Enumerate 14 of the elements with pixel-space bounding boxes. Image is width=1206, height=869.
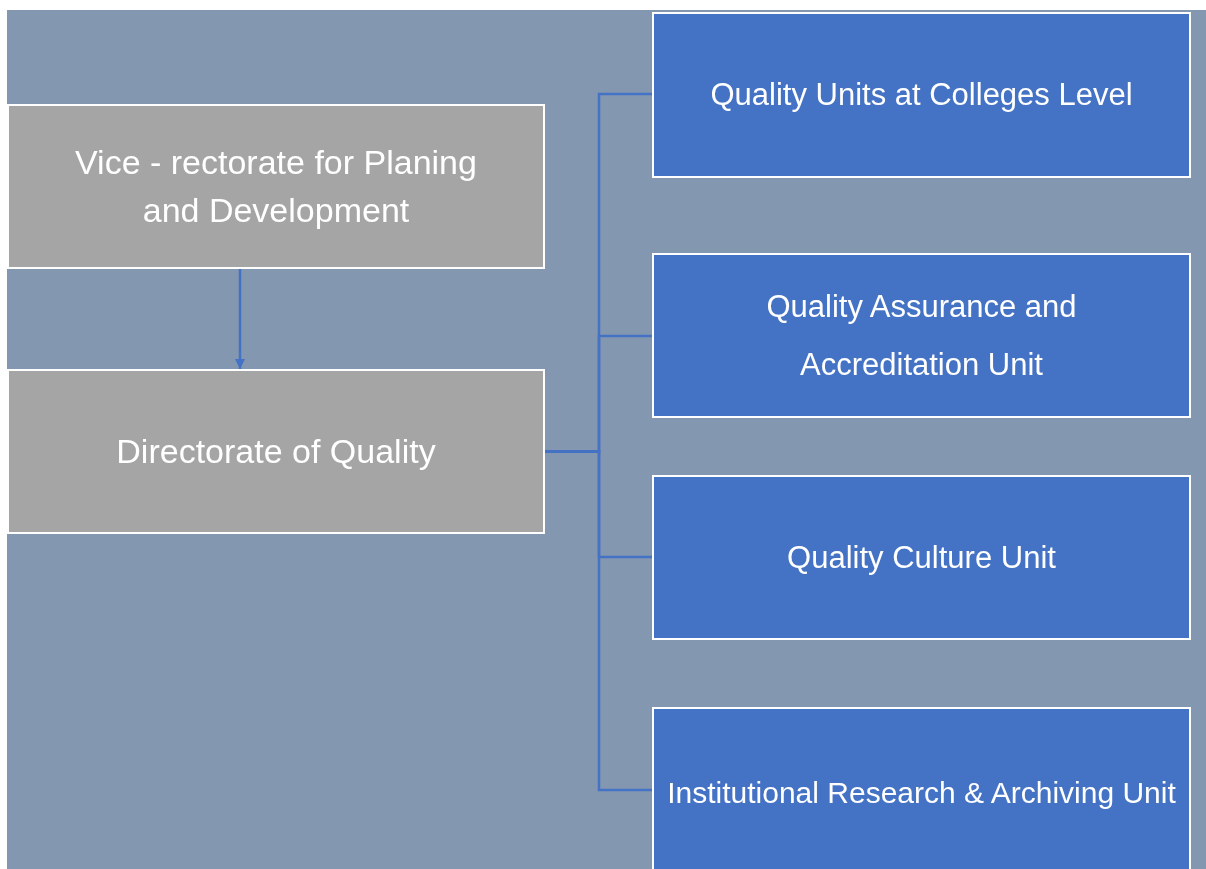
org-box xyxy=(652,253,1191,418)
box-label: Directorate of Quality xyxy=(116,430,436,472)
box-label: Quality Assurance and Accreditation Unit xyxy=(765,288,1078,384)
org-box xyxy=(7,104,545,269)
box-label: Institutional Research & Archiving Unit xyxy=(667,774,1176,811)
box-label: Quality Culture Unit xyxy=(787,538,1056,577)
box-label: Vice - rectorate for Planing and Development xyxy=(74,141,478,231)
org-box xyxy=(652,12,1191,178)
org-box xyxy=(652,707,1191,869)
connector-line xyxy=(545,450,652,792)
org-box xyxy=(7,369,545,534)
box-label: Quality Units at Colleges Level xyxy=(710,76,1133,115)
arrow xyxy=(235,269,245,369)
org-box xyxy=(652,475,1191,640)
